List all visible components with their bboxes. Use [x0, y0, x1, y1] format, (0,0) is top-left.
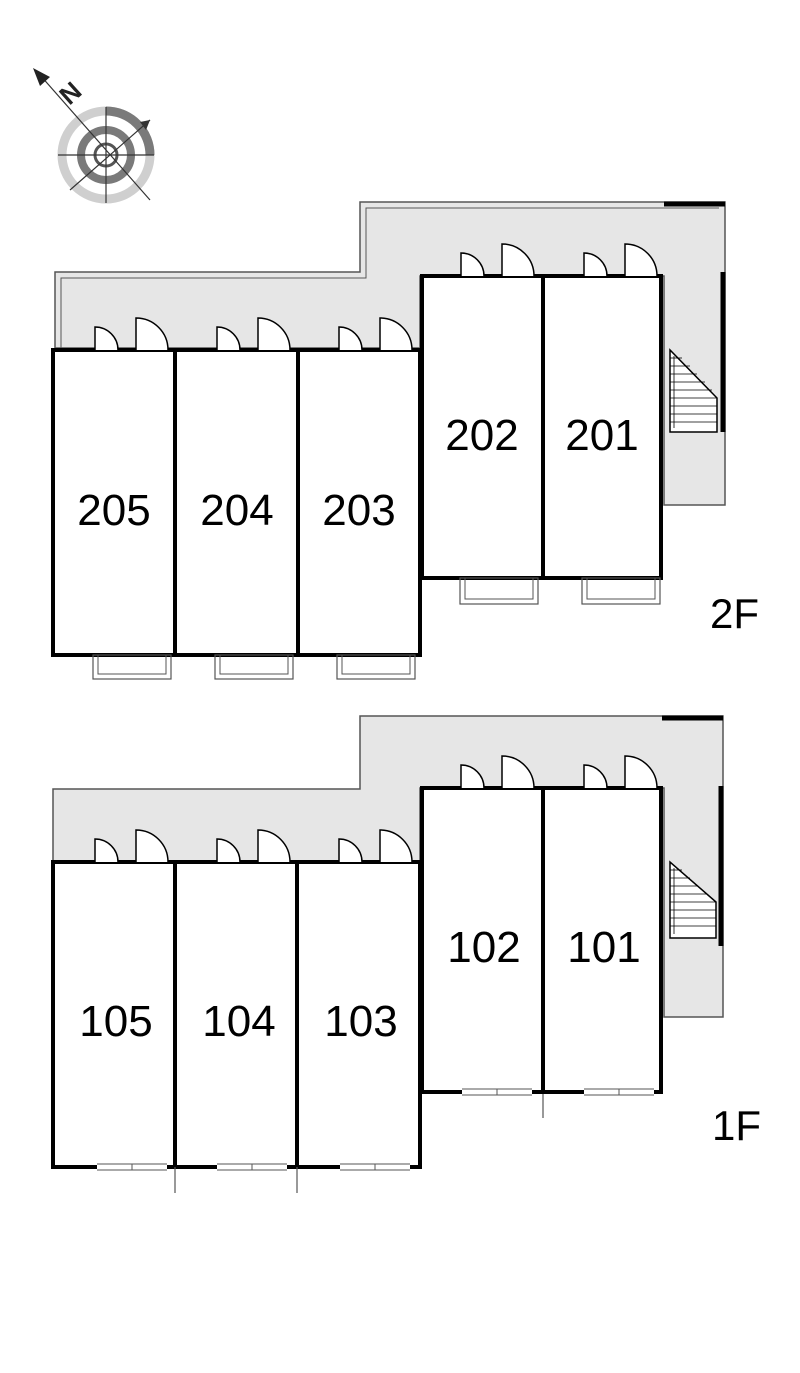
unit-label-201: 201 — [565, 411, 638, 460]
unit-label-102: 102 — [447, 923, 520, 972]
compass-north-label: N — [53, 76, 87, 111]
floor-2f: 205 204 203 202 — [51, 201, 759, 680]
unit-label-202: 202 — [445, 411, 518, 460]
stairs-2f — [669, 348, 718, 433]
unit-label-101: 101 — [567, 923, 640, 972]
unit-204: 204 — [173, 317, 300, 680]
unit-205: 205 — [51, 317, 177, 680]
unit-201: 201 — [541, 243, 663, 605]
compass-rose-icon: N — [33, 68, 155, 204]
unit-105: 105 — [51, 829, 177, 1171]
unit-label-104: 104 — [202, 997, 275, 1046]
unit-label-204: 204 — [200, 486, 273, 535]
unit-202: 202 — [420, 243, 545, 605]
floor-1f: 105 104 103 — [51, 715, 761, 1193]
unit-label-105: 105 — [79, 997, 152, 1046]
unit-label-203: 203 — [322, 486, 395, 535]
unit-101: 101 — [541, 755, 663, 1096]
unit-203: 203 — [296, 317, 422, 680]
unit-label-205: 205 — [77, 486, 150, 535]
floor-label-2f: 2F — [710, 590, 759, 637]
unit-label-103: 103 — [324, 997, 397, 1046]
stairs-1f — [669, 860, 717, 939]
floor-label-1f: 1F — [712, 1102, 761, 1149]
unit-104: 104 — [173, 829, 299, 1193]
unit-103: 103 — [295, 829, 422, 1193]
unit-102: 102 — [420, 755, 545, 1118]
